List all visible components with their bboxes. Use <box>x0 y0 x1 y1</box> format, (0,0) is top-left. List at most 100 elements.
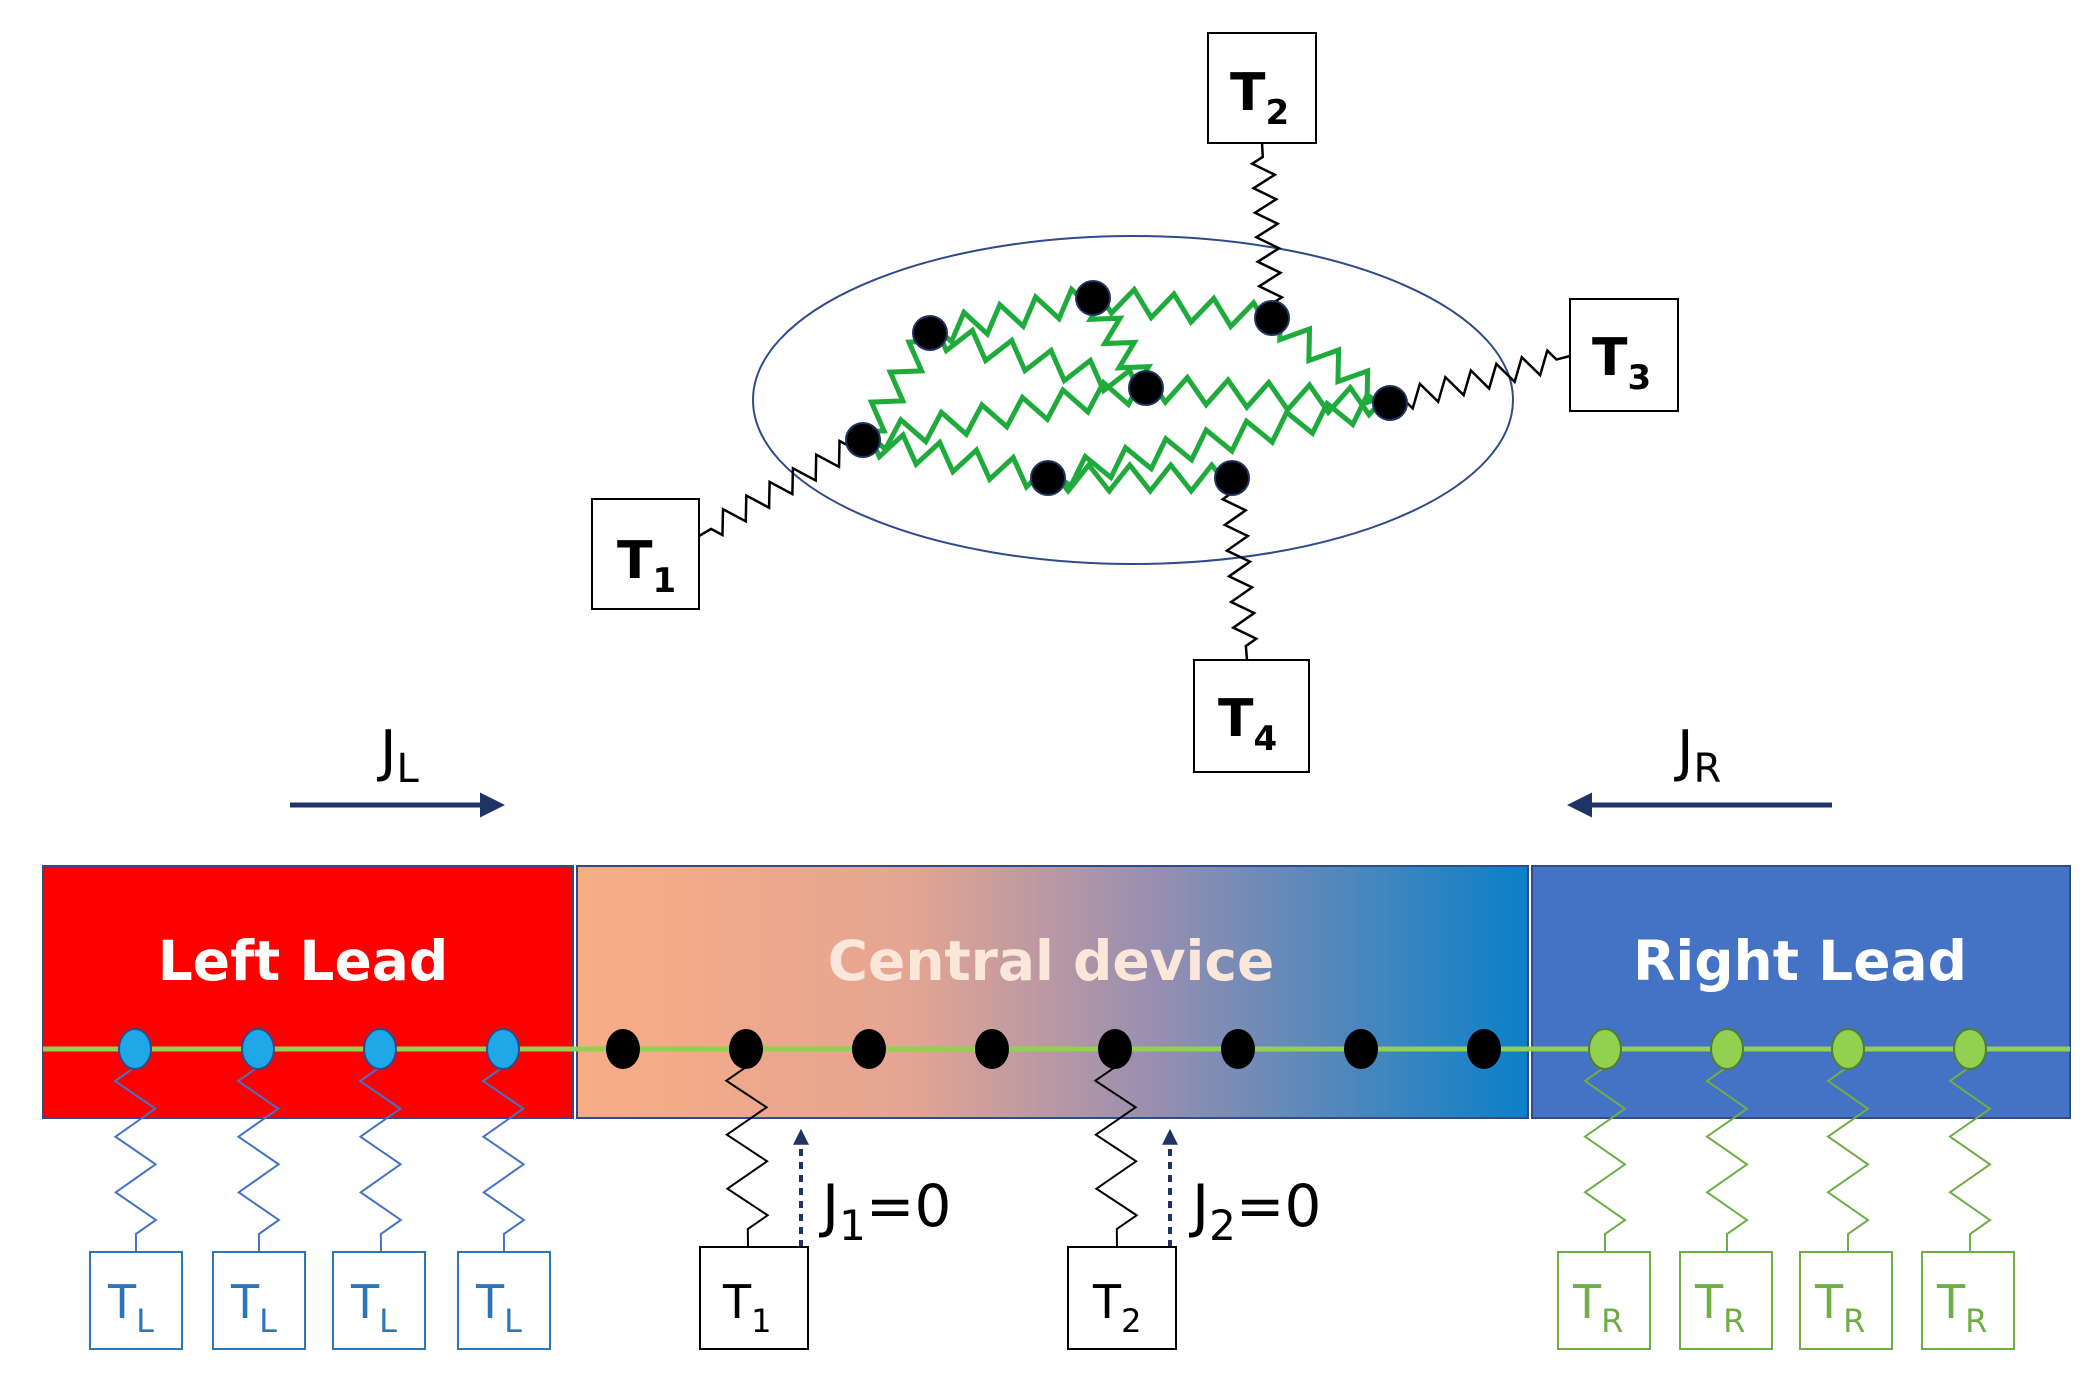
chain-bath-springs <box>113 1048 1992 1253</box>
network-nodes <box>845 280 1408 496</box>
right-lead-block <box>1531 865 2071 1119</box>
right-lead-atom <box>1831 1028 1865 1070</box>
flux-left: JL <box>290 719 505 818</box>
network-node <box>845 422 881 458</box>
bath-left-1-sub: L <box>136 1302 154 1340</box>
chain-atoms <box>118 1028 1987 1070</box>
probe2-flux-main: J <box>1189 1172 1209 1240</box>
bath-right-1-sub: R <box>1601 1302 1623 1340</box>
svg-text:T2: T2 <box>1092 1275 1141 1340</box>
svg-text:JR: JR <box>1674 719 1721 792</box>
svg-text:TR: TR <box>1814 1275 1865 1340</box>
svg-text:JL: JL <box>377 719 420 792</box>
central-device-block <box>576 865 1529 1119</box>
bath-left-1-main: T <box>107 1275 137 1329</box>
network-node <box>1372 385 1408 421</box>
bath-right-3-main: T <box>1814 1275 1844 1329</box>
bath-right-3-sub: R <box>1843 1302 1865 1340</box>
svg-text:T1: T1 <box>722 1275 771 1340</box>
bath-right-2-sub: R <box>1723 1302 1745 1340</box>
flux-right-main: J <box>1674 719 1694 784</box>
svg-text:TR: TR <box>1936 1275 1987 1340</box>
right-lead-atom <box>1588 1028 1622 1070</box>
bath-left-3: TL <box>332 1251 426 1350</box>
terminal-t3-sub: 3 <box>1627 358 1651 398</box>
network-spring <box>1047 390 1391 491</box>
bath-right-4-sub: R <box>1965 1302 1987 1340</box>
right-lead-atom <box>1953 1028 1987 1070</box>
flux-right: JR <box>1567 719 1832 818</box>
system-ellipse <box>752 235 1514 565</box>
network-spring <box>1048 460 1232 496</box>
svg-text:T3: T3 <box>1592 328 1651 398</box>
right-bath-spring <box>1705 1049 1749 1252</box>
probe-t2: T2 <box>1067 1246 1177 1350</box>
left-bath-spring <box>481 1048 526 1253</box>
central-atom <box>729 1029 763 1069</box>
left-lead-block <box>42 865 574 1119</box>
svg-text:TL: TL <box>350 1275 397 1340</box>
network-node <box>1030 460 1066 496</box>
chain: Left Lead Central device Right Lead <box>42 865 2071 1253</box>
bath-spring-t1 <box>698 438 864 538</box>
probe1-spring <box>724 1048 770 1248</box>
probe1-flux-main: J <box>819 1172 839 1240</box>
svg-text:T2: T2 <box>1230 63 1289 133</box>
bath-left-2: TL <box>212 1251 306 1350</box>
network-spring <box>862 378 1147 454</box>
bath-left-3-sub: L <box>379 1302 397 1340</box>
terminal-t1: T1 <box>591 498 700 610</box>
svg-text:TR: TR <box>1694 1275 1745 1340</box>
right-bath-spring <box>1826 1049 1870 1252</box>
bath-left-2-sub: L <box>259 1302 277 1340</box>
bath-left-1: TL <box>89 1251 183 1350</box>
network-node <box>1214 460 1250 496</box>
bath-springs <box>698 142 1571 661</box>
terminal-t4-sub: 4 <box>1253 719 1277 759</box>
probe1-flux-sub: 1 <box>839 1201 866 1250</box>
bath-right-2-main: T <box>1694 1275 1724 1329</box>
flux-left-main: J <box>377 719 397 784</box>
terminal-t1-main: T <box>617 531 653 591</box>
bath-right-3: TR <box>1799 1251 1893 1350</box>
svg-text:J2=0: J2=0 <box>1189 1172 1321 1250</box>
terminal-t3-main: T <box>1592 328 1628 388</box>
svg-text:TL: TL <box>475 1275 522 1340</box>
network-spring <box>862 430 1049 492</box>
central-atom <box>975 1029 1009 1069</box>
terminal-t4-main: T <box>1218 689 1254 749</box>
bath-left-4-main: T <box>475 1275 505 1329</box>
bath-right-4: TR <box>1921 1251 2015 1350</box>
network-diagram: T1 T2 T3 T4 <box>591 32 1679 773</box>
flux-right-sub: R <box>1694 746 1722 792</box>
right-lead-label: Right Lead <box>1633 929 1967 993</box>
probe-t2-sub: 2 <box>1121 1302 1141 1340</box>
left-bath-spring <box>236 1048 281 1253</box>
probe-t2-main: T <box>1092 1275 1122 1329</box>
network-spring <box>929 285 1094 346</box>
left-lead-atom <box>118 1028 152 1070</box>
terminal-t1-sub: 1 <box>652 561 676 601</box>
probe-t1-main: T <box>722 1275 752 1329</box>
svg-text:T1: T1 <box>617 531 676 601</box>
central-atom <box>1467 1029 1501 1069</box>
network-spring <box>1092 285 1273 331</box>
network-spring <box>1145 373 1391 419</box>
svg-text:TR: TR <box>1572 1275 1623 1340</box>
terminal-t2-sub: 2 <box>1265 93 1289 133</box>
central-atom <box>606 1029 640 1069</box>
bath-boxes: TL TL TL TL T1 T2 TR TR <box>89 1246 2015 1350</box>
network-spring <box>1270 315 1392 407</box>
bath-spring-t3 <box>1389 348 1571 411</box>
probe2-spring <box>1093 1048 1139 1248</box>
central-device-label: Central device <box>828 929 1275 993</box>
network-spring <box>929 326 1147 395</box>
network-node <box>1075 280 1111 316</box>
left-lead-atom <box>363 1028 397 1070</box>
left-bath-spring <box>113 1048 158 1253</box>
network-node <box>1128 370 1164 406</box>
right-bath-spring <box>1948 1049 1992 1252</box>
network-node <box>912 315 948 351</box>
probe2-flux: J2=0 <box>1162 1128 1321 1250</box>
bath-right-2: TR <box>1679 1251 1773 1350</box>
